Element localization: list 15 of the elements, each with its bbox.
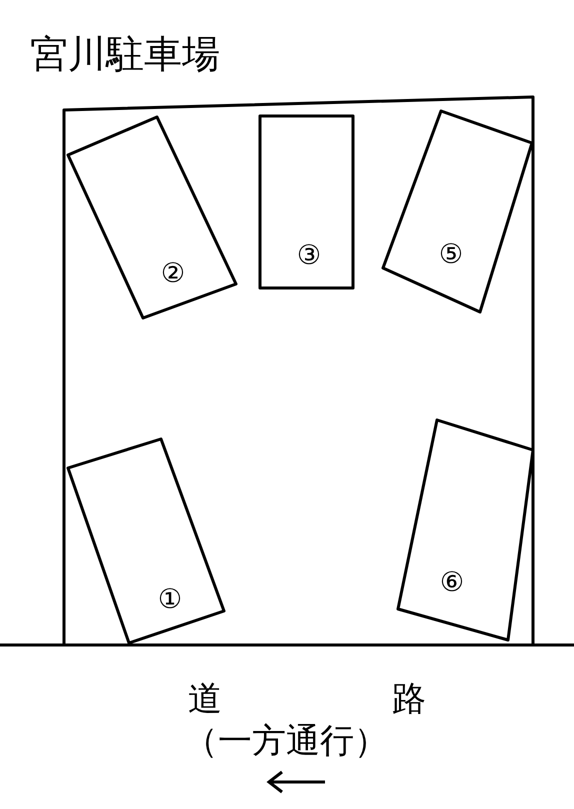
space-number: ① [158,585,182,615]
parking-space [398,420,533,640]
space-number: ⑥ [440,568,464,598]
parking-space [260,116,353,288]
space-number: ② [160,259,186,289]
road-label: （一方通行） [184,722,388,760]
parking-lot-outline [64,97,533,645]
road-label: 道 [188,680,222,718]
space-number: ⑤ [438,240,464,270]
parking-space [68,117,236,318]
road-label: 路 [392,680,426,718]
title: 宮川駐車場 [30,32,220,76]
space-number: ③ [296,241,322,271]
parking-space [68,439,224,643]
parking-space [383,111,532,312]
